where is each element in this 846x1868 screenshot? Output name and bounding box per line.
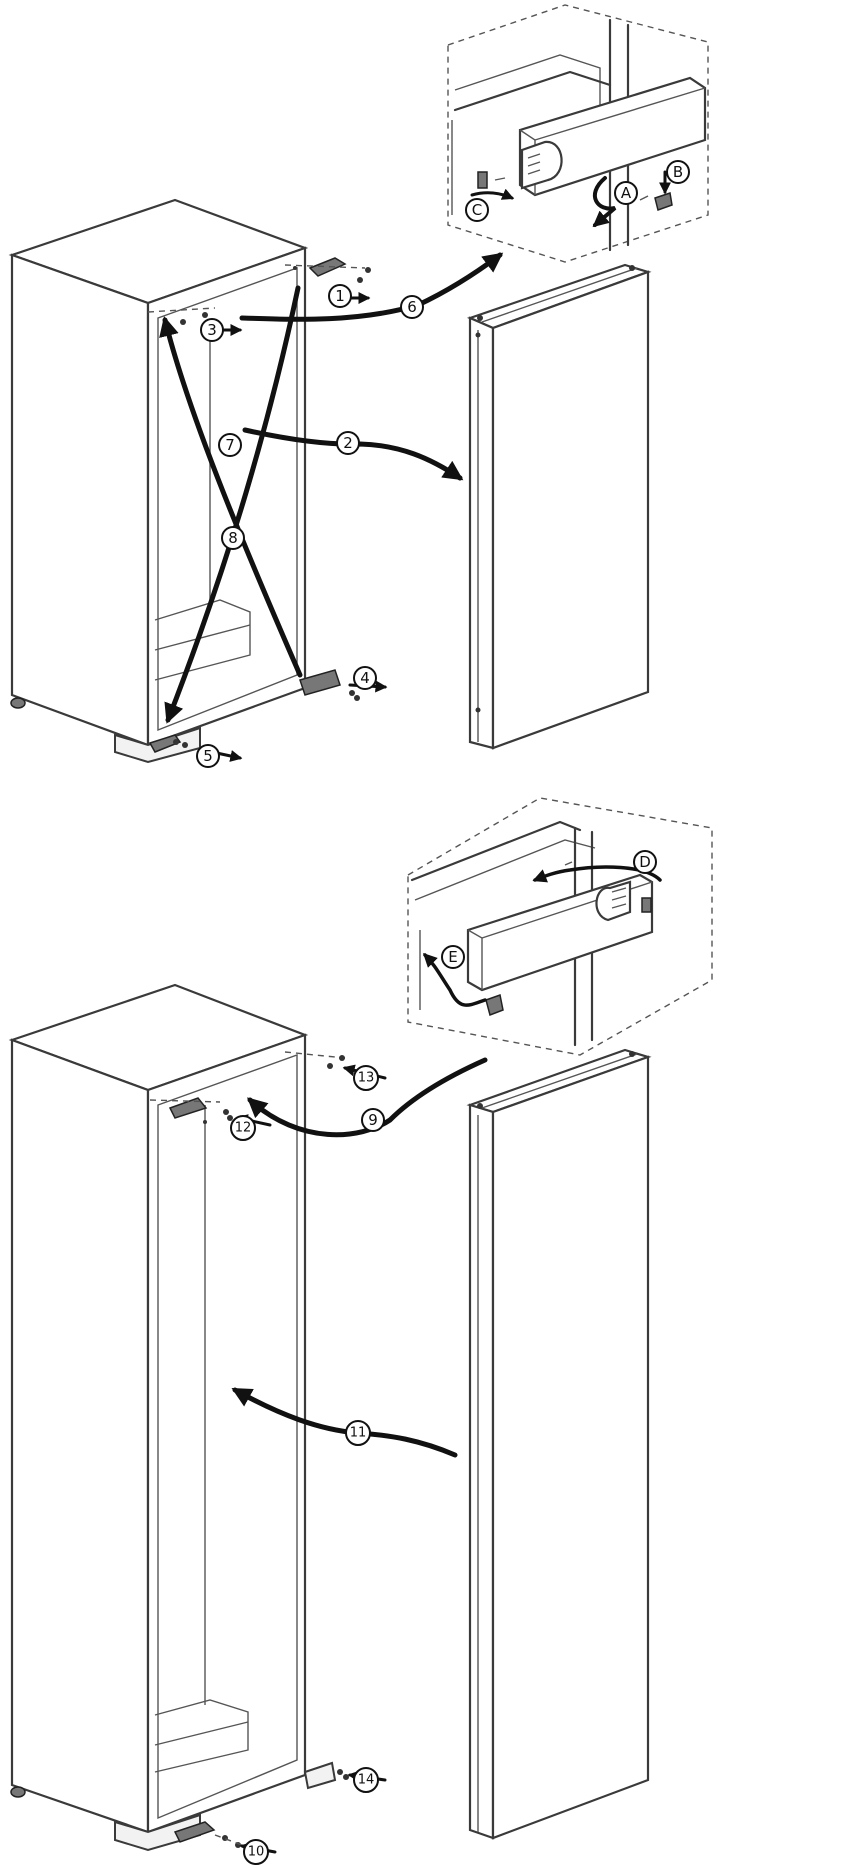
cabinet-top: [8, 198, 309, 764]
cabinet-bottom: [8, 983, 309, 1852]
svg-text:5: 5: [203, 747, 213, 765]
svg-text:8: 8: [228, 529, 238, 547]
inset-handle-detail-bottom: [407, 797, 713, 1056]
callout-8: 8: [221, 526, 245, 550]
callout-13: 13: [353, 1065, 379, 1091]
callout-9: 9: [361, 1108, 385, 1132]
callout-5: 5: [196, 744, 220, 768]
svg-text:6: 6: [407, 298, 417, 316]
svg-text:14: 14: [358, 1773, 375, 1788]
svg-text:4: 4: [360, 669, 370, 687]
svg-text:9: 9: [368, 1111, 378, 1129]
callout-12: 12: [230, 1115, 256, 1141]
callout-1: 1: [328, 284, 352, 308]
callout-D: D: [633, 850, 657, 874]
callout-E: E: [441, 945, 465, 969]
svg-text:3: 3: [207, 321, 217, 339]
svg-text:11: 11: [350, 1426, 367, 1441]
callout-6: 6: [400, 295, 424, 319]
callout-4: 4: [353, 666, 377, 690]
svg-text:13: 13: [358, 1071, 375, 1086]
svg-text:B: B: [673, 163, 683, 181]
hinges-bottom: [149, 1051, 349, 1849]
svg-text:7: 7: [225, 436, 235, 454]
svg-text:E: E: [448, 948, 457, 966]
svg-text:12: 12: [235, 1121, 252, 1136]
svg-text:A: A: [621, 184, 632, 202]
arrows-top: [159, 170, 671, 762]
door-bottom: [466, 1048, 652, 1840]
callout-A: A: [614, 181, 638, 205]
svg-text:2: 2: [343, 434, 353, 452]
callout-11: 11: [345, 1420, 371, 1446]
left-top-screws: [147, 307, 216, 325]
svg-text:1: 1: [335, 287, 345, 305]
bottom-hinge-top: [148, 669, 360, 753]
callout-C: C: [465, 198, 489, 222]
inset-handle-detail-top: [447, 4, 709, 263]
door-top: [466, 263, 652, 750]
callout-14: 14: [353, 1767, 379, 1793]
svg-text:10: 10: [248, 1845, 265, 1860]
callout-7: 7: [218, 433, 242, 457]
callout-B: B: [666, 160, 690, 184]
callout-2: 2: [336, 431, 360, 455]
callout-10: 10: [243, 1839, 269, 1865]
svg-text:C: C: [472, 201, 482, 219]
top-hinge-top: [284, 257, 371, 283]
callout-3: 3: [200, 318, 224, 342]
svg-text:D: D: [639, 853, 651, 871]
